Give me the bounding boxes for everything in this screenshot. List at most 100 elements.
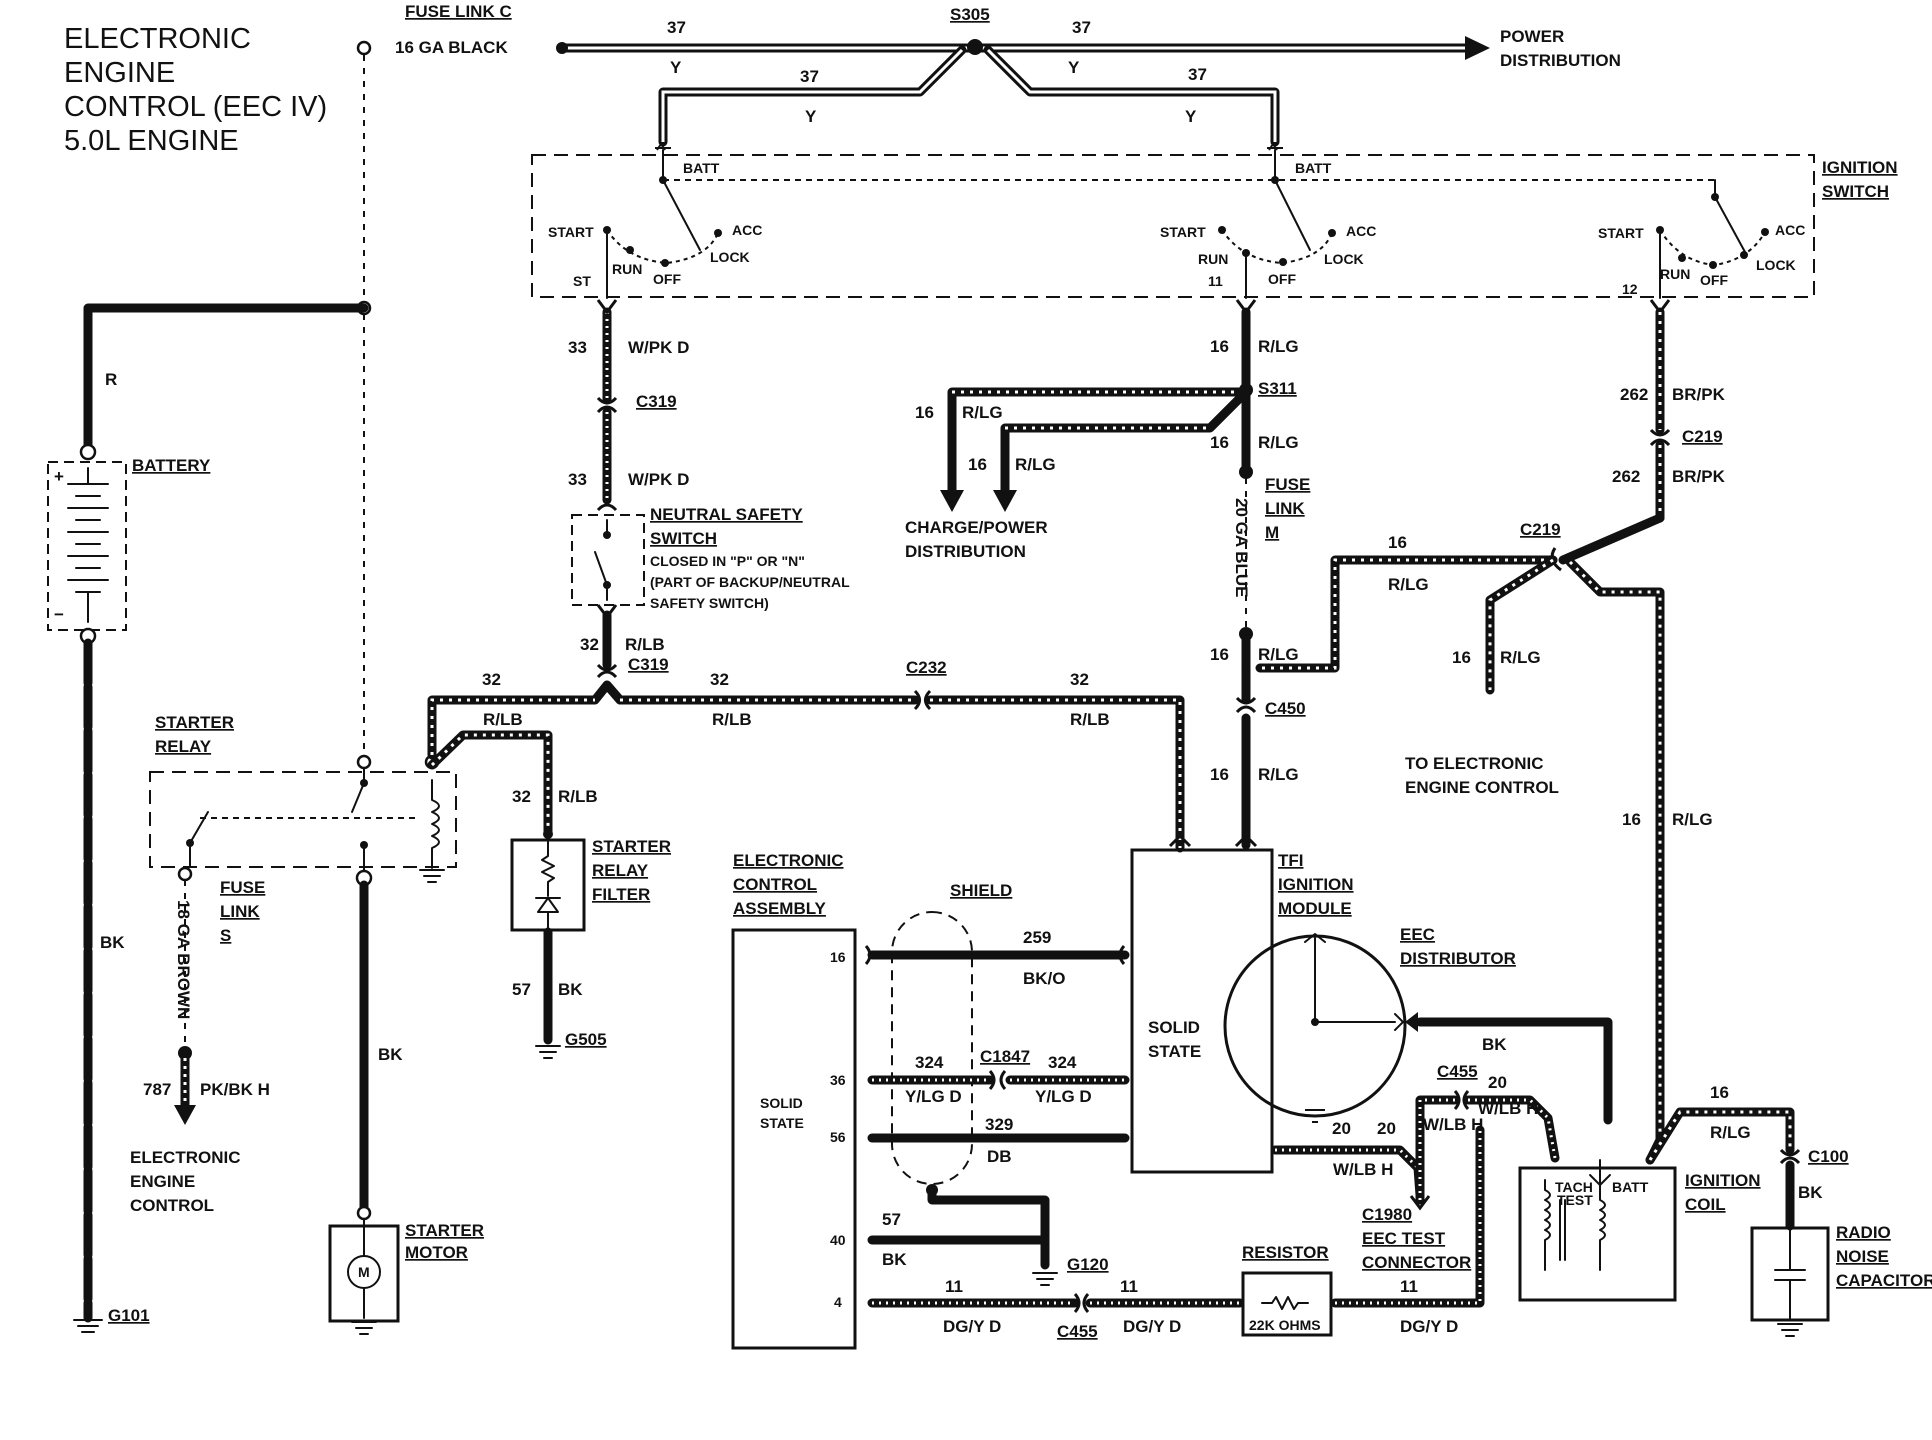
c11-label-b: 11	[1120, 1277, 1138, 1296]
rlb-label-a: R/LB	[483, 710, 523, 729]
eec-label-2: ENGINE	[130, 1172, 195, 1191]
pkbk-label: PK/BK H	[200, 1080, 270, 1099]
c232-connector	[913, 689, 932, 711]
power-dist-label-2: DISTRIBUTION	[1500, 51, 1621, 70]
dgy-label-a: DG/Y D	[943, 1317, 1001, 1336]
rlg-label-d: R/LG	[1258, 433, 1299, 452]
ga-brown-label: 18 GA BROWN	[174, 900, 193, 1019]
ground-g505	[535, 1045, 561, 1059]
wire-37-left-inner	[661, 48, 964, 142]
g505-label: G505	[565, 1030, 607, 1049]
c20-label-c: 20	[1377, 1119, 1396, 1138]
fuse-link-c-terminal	[356, 40, 372, 56]
nss-note-3: SAFETY SWITCH)	[650, 595, 769, 611]
eca-solid-2: STATE	[760, 1115, 804, 1131]
battery-circuit: R + − BATTERY BK G101 STARTER RELAY	[47, 303, 484, 1335]
c33-label-b: 33	[568, 470, 587, 489]
bko-label: BK/O	[1023, 969, 1066, 988]
c262-label-b: 262	[1612, 467, 1640, 486]
bk-dist-label: BK	[1482, 1035, 1507, 1054]
eca-pin-56: 56	[830, 1129, 846, 1145]
nss-blade	[594, 519, 608, 601]
power-dist-label-1: POWER	[1500, 27, 1564, 46]
start-label-3: START	[1598, 225, 1644, 241]
run-label-1: RUN	[612, 261, 642, 277]
c1847-label: C1847	[980, 1047, 1030, 1066]
fuse-link-s-label-1: FUSE	[220, 878, 265, 897]
coil-label-1: IGNITION	[1685, 1171, 1761, 1190]
relay-ground	[419, 861, 445, 883]
c20-label-b: 20	[1488, 1073, 1507, 1092]
battery-minus: −	[54, 605, 64, 624]
c33-label-a: 33	[568, 338, 587, 357]
run-label-2: RUN	[1198, 251, 1228, 267]
c319b-connector	[596, 663, 618, 679]
dist-ground	[1305, 1109, 1325, 1123]
relay-blade-right	[351, 768, 365, 881]
coil-batt-label: BATT	[1612, 1179, 1649, 1195]
y-label-d: Y	[1185, 107, 1197, 126]
c450-label: C450	[1265, 699, 1306, 718]
ground-g101	[73, 1319, 103, 1333]
rlg-label-e: R/LG	[1258, 645, 1299, 664]
tach-label-1: TACH	[1555, 1179, 1593, 1195]
c57-label-eca: 57	[882, 1210, 901, 1229]
wire-37-right-branch	[983, 45, 1280, 147]
eec-label-3: CONTROL	[130, 1196, 214, 1215]
battery-box	[47, 461, 127, 631]
cap-label-2: NOISE	[1836, 1247, 1889, 1266]
dist-bk-arrow	[1405, 1012, 1418, 1032]
c57-label: 57	[512, 980, 531, 999]
c319b-label: C319	[628, 655, 669, 674]
batt-connector-1	[655, 142, 671, 151]
battery-label: BATTERY	[132, 456, 211, 475]
starter-motor-label-2: MOTOR	[405, 1243, 468, 1262]
ignition-switch: IGNITION SWITCH BATT START ACC LOCK RUN …	[531, 142, 1898, 299]
acc-contact-1	[714, 229, 722, 237]
lock-label-3: LOCK	[1756, 257, 1796, 273]
dist-label-2: DISTRIBUTOR	[1400, 949, 1516, 968]
c37-label-a: 37	[667, 18, 686, 37]
shield-outline	[891, 911, 973, 1185]
rlg-label-b: R/LG	[962, 403, 1003, 422]
coil-primary	[1544, 1179, 1566, 1271]
cap-label-1: RADIO	[1836, 1223, 1891, 1242]
dgy-label-b: DG/Y D	[1123, 1317, 1181, 1336]
resistor-label: RESISTOR	[1242, 1243, 1329, 1262]
nss-top-connector	[596, 503, 618, 512]
c329-label: 329	[985, 1115, 1013, 1134]
acc-label-2: ACC	[1346, 223, 1376, 239]
c787-label: 787	[143, 1080, 171, 1099]
wire-16-c100-trace	[1648, 1110, 1792, 1161]
ign-switch-title-1: IGNITION	[1822, 158, 1898, 177]
c11-label-a: 11	[945, 1277, 963, 1296]
y-label-a: Y	[670, 58, 682, 77]
srf-label-1: STARTER	[592, 837, 671, 856]
rlb-circuit: C232 32 R/LB 32 R/LB 32 R/LB 32 R/LB STA…	[427, 658, 1192, 1059]
tfi-title-2: IGNITION	[1278, 875, 1354, 894]
wire-37-right-inner	[986, 48, 1277, 142]
c259-label: 259	[1023, 928, 1051, 947]
c32-label-b: 32	[710, 670, 729, 689]
r-label: R	[105, 370, 117, 389]
bk-label-eca: BK	[882, 1250, 907, 1269]
rlb-label-b: R/LB	[712, 710, 752, 729]
wlbh-label-b: W/LB H	[1478, 1099, 1538, 1118]
c1980-label: C1980	[1362, 1205, 1412, 1224]
starter-motor-label-1: STARTER	[405, 1221, 484, 1240]
charge-label-2: DISTRIBUTION	[905, 542, 1026, 561]
relay-top-terminal	[356, 754, 372, 770]
rlg-label-f: R/LG	[1258, 765, 1299, 784]
starter-relay-label-1: STARTER	[155, 713, 234, 732]
run-label-3: RUN	[1660, 266, 1690, 282]
tfi-solid-1: SOLID	[1148, 1018, 1200, 1037]
rlg-join	[1242, 664, 1250, 672]
c16-label-d: 16	[1210, 433, 1229, 452]
eca-title-3: ASSEMBLY	[733, 899, 827, 918]
nss-title-2: SWITCH	[650, 529, 717, 548]
resistor-zigzag	[1261, 1296, 1309, 1310]
wire-16-rlg-coil	[1565, 557, 1665, 1165]
relay-coil	[431, 779, 440, 863]
off-label-2: OFF	[1268, 271, 1296, 287]
c450-connector	[1235, 696, 1257, 714]
